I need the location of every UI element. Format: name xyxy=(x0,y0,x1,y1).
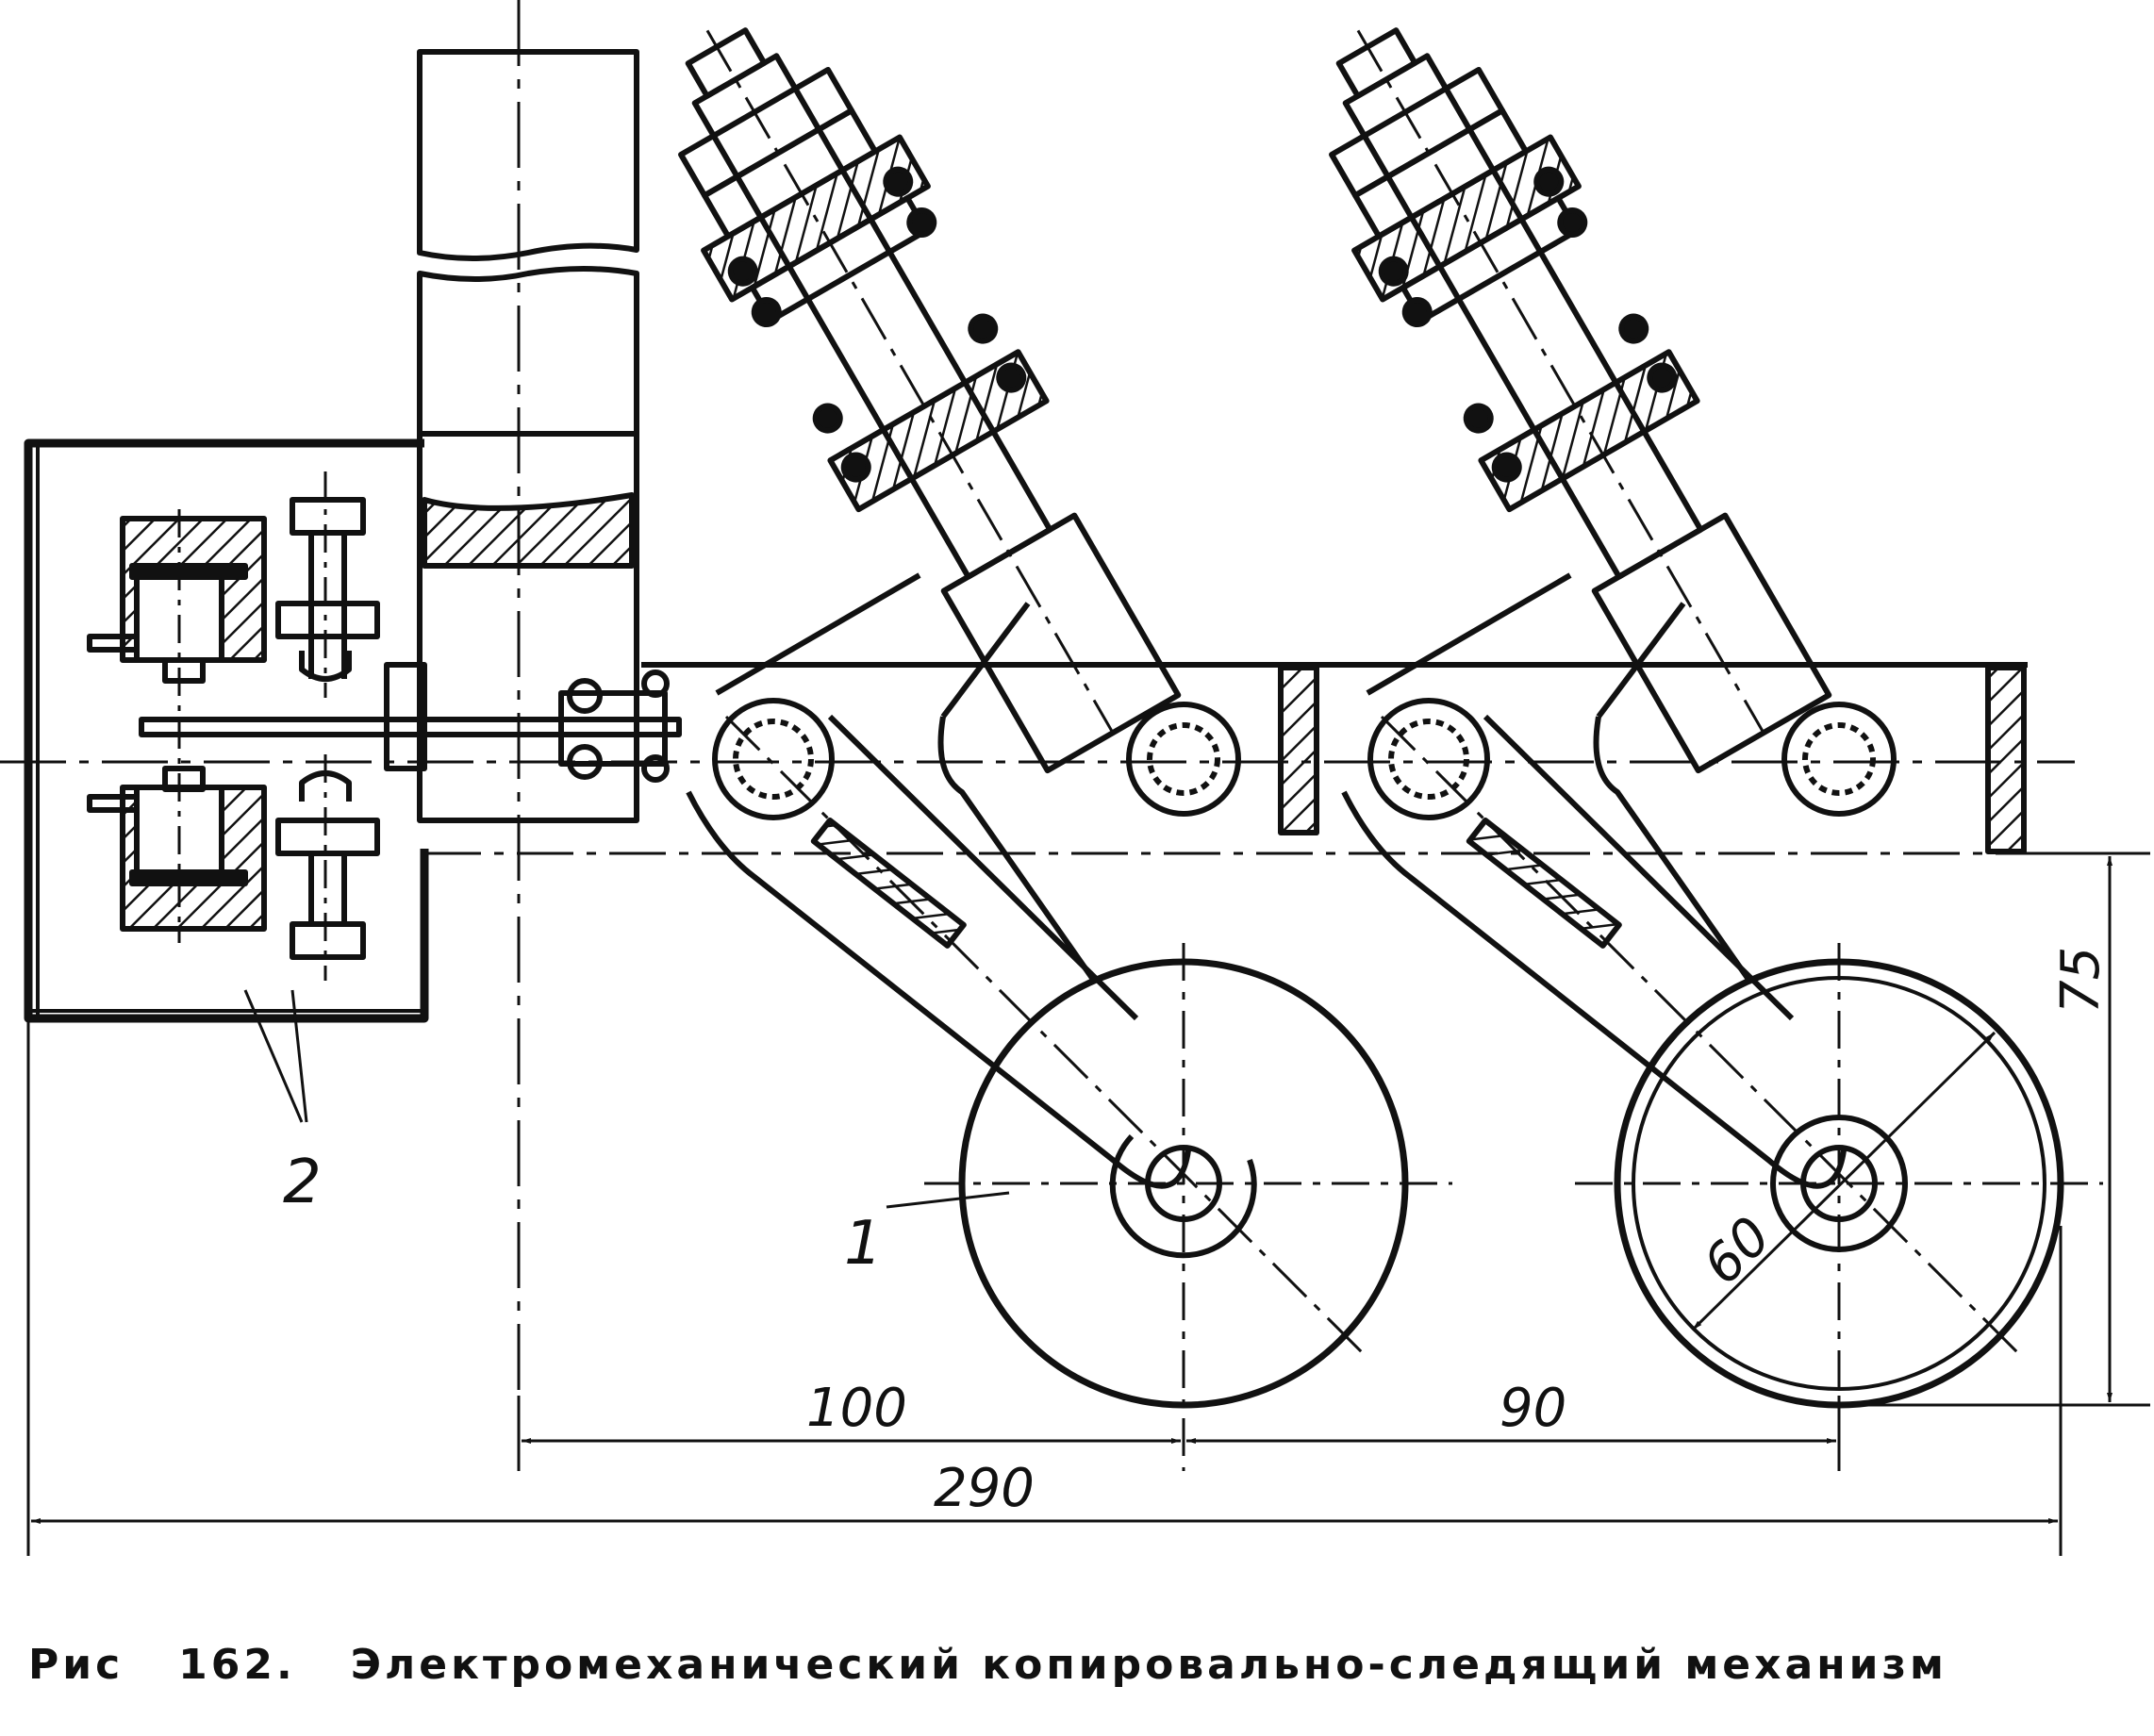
dimension-60: 60 xyxy=(1692,1206,1782,1297)
dimension-90: 90 xyxy=(1500,1378,1566,1439)
mechanism-drawing: 2 1 100 90 290 75 60 xyxy=(0,0,2150,1556)
caption-number: 162. xyxy=(178,1641,296,1689)
dimension-lines xyxy=(26,851,2150,1556)
follower-unit-2 xyxy=(1329,27,2103,1471)
lower-electromagnet xyxy=(87,509,380,981)
base-frame xyxy=(0,662,2075,855)
upper-electromagnet xyxy=(87,471,380,698)
part-label-1: 1 xyxy=(844,1209,883,1279)
dimension-290: 290 xyxy=(934,1458,1035,1519)
follower-unit-1 xyxy=(678,27,1452,1471)
armature-rod xyxy=(139,670,682,783)
caption-prefix: Рис xyxy=(28,1641,124,1689)
dimension-100: 100 xyxy=(806,1378,907,1439)
dimension-75: 75 xyxy=(2050,947,2112,1014)
caption-text: Электромеханический копировально-следящи… xyxy=(350,1641,1947,1689)
figure-caption: Рис 162. Электромеханический копировально-… xyxy=(28,1641,2122,1689)
leader-lines xyxy=(243,989,1010,1209)
part-label-2: 2 xyxy=(283,1148,322,1217)
vertical-column xyxy=(384,0,639,1471)
